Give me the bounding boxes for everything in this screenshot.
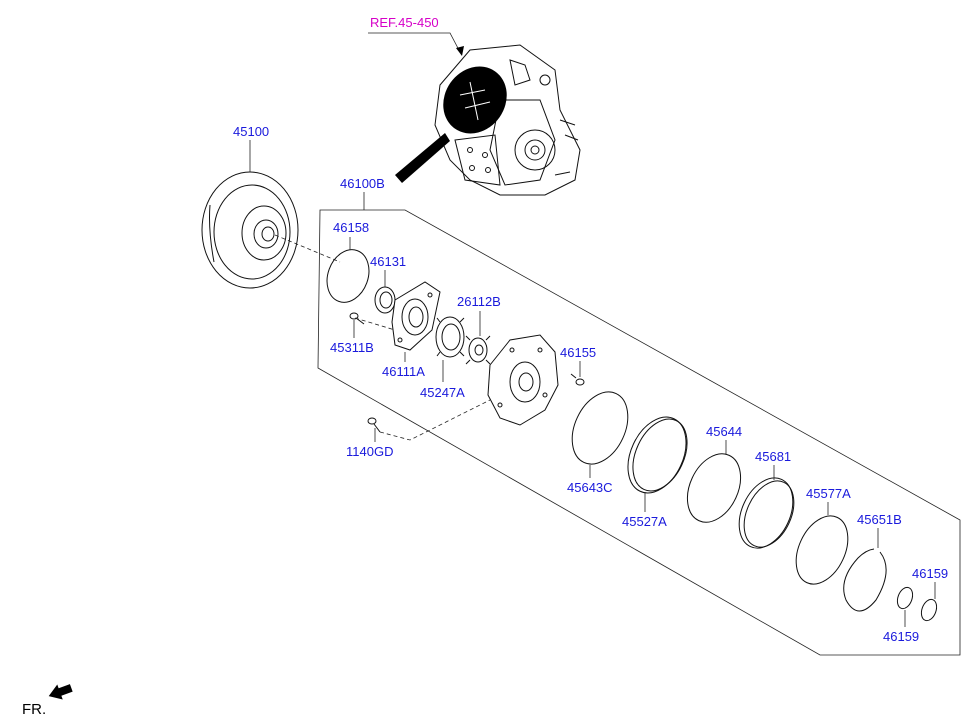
- washer-46159-a[interactable]: [895, 585, 916, 610]
- part-label-45311b[interactable]: 45311B: [330, 340, 374, 355]
- oil-seal-46131[interactable]: [374, 286, 396, 314]
- part-label-45527a[interactable]: 45527A: [622, 514, 667, 529]
- torque-converter[interactable]: [201, 171, 299, 289]
- snap-ring-45651b[interactable]: [843, 548, 887, 612]
- ring-45577a[interactable]: [786, 508, 858, 593]
- outer-gear-45247a[interactable]: [435, 316, 465, 358]
- part-label-26112b[interactable]: 26112B: [457, 294, 501, 309]
- front-direction-arrow-icon: [48, 684, 73, 700]
- part-label-46155[interactable]: 46155: [560, 345, 596, 360]
- ring-45644[interactable]: [677, 445, 751, 531]
- inner-gear-26112b[interactable]: [465, 335, 491, 365]
- part-label-46159-top[interactable]: 46159: [912, 566, 948, 581]
- transmission-housing: [395, 44, 581, 196]
- bolt-46155[interactable]: [570, 373, 585, 386]
- part-label-45643c[interactable]: 45643C: [567, 480, 613, 495]
- front-direction-label: FR.: [22, 701, 46, 718]
- oil-pump-housing[interactable]: [487, 334, 559, 426]
- part-label-45247a[interactable]: 45247A: [420, 385, 465, 400]
- bolt-1140gd[interactable]: [367, 417, 381, 433]
- ring-45681[interactable]: [729, 469, 804, 556]
- part-label-45100[interactable]: 45100: [233, 124, 269, 139]
- part-label-45577a[interactable]: 45577A: [806, 486, 851, 501]
- assembly-label[interactable]: 46100B: [340, 176, 385, 191]
- part-label-45681[interactable]: 45681: [755, 449, 791, 464]
- washer-46159-b[interactable]: [919, 597, 940, 622]
- part-label-45644[interactable]: 45644: [706, 424, 742, 439]
- part-label-46158[interactable]: 46158: [333, 220, 369, 235]
- pump-cover-46111a[interactable]: [391, 281, 441, 351]
- assembly-outline: [317, 209, 961, 656]
- reference-label[interactable]: REF.45-450: [370, 15, 439, 30]
- part-label-46111a[interactable]: 46111A: [382, 364, 425, 379]
- part-label-46159-bottom[interactable]: 46159: [883, 629, 919, 644]
- part-label-46131[interactable]: 46131: [370, 254, 406, 269]
- seal-ring-45643c[interactable]: [561, 383, 638, 473]
- o-ring-46158[interactable]: [320, 244, 376, 308]
- part-label-1140gd[interactable]: 1140GD: [346, 444, 393, 459]
- housing-pump-highlight: [443, 66, 507, 134]
- reference-pointer-arrow: [395, 133, 450, 183]
- reaction-shaft-ring-45527a[interactable]: [617, 408, 698, 502]
- part-label-45651b[interactable]: 45651B: [857, 512, 902, 527]
